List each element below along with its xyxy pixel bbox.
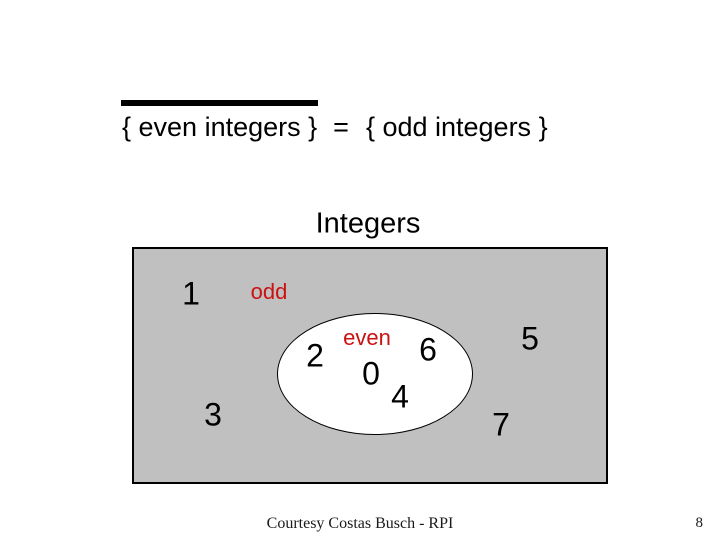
slide-page-number: 8	[695, 515, 704, 531]
odd-number-7: 7	[492, 406, 510, 443]
title-equation: { even integers } = { odd integers }	[121, 100, 548, 146]
odd-number-1: 1	[182, 275, 200, 312]
footer-credit: Courtesy Costas Busch - RPI	[266, 515, 454, 532]
odd-number-3: 3	[204, 396, 222, 433]
odd-integers-set-text: { odd integers }	[365, 112, 548, 142]
odd-number-5: 5	[521, 320, 539, 357]
odd-region-label: odd	[250, 279, 288, 304]
even-number-6: 6	[419, 331, 437, 368]
even-number-0: 0	[362, 355, 380, 392]
even-set-ellipse	[277, 313, 473, 435]
equals-sign: =	[333, 112, 349, 142]
even-number-2: 2	[306, 337, 324, 374]
even-integers-set-text: { even integers }	[122, 112, 318, 142]
complement-set-expression: { even integers }	[121, 100, 319, 146]
even-region-label: even	[343, 325, 391, 350]
even-number-4: 4	[391, 378, 409, 415]
universe-set-label: Integers	[315, 207, 421, 240]
complement-overline-bar	[121, 100, 319, 106]
